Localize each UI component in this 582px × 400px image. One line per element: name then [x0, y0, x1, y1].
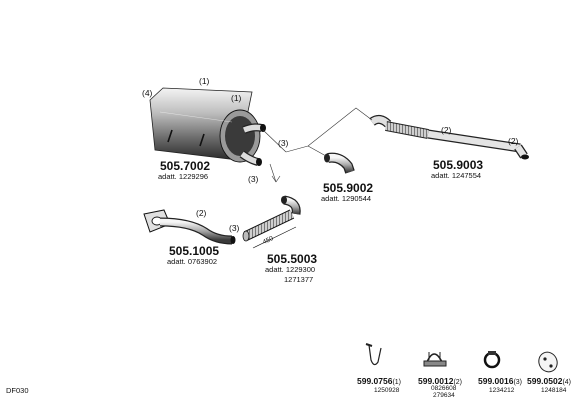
callout-2a: (2): [196, 208, 207, 218]
acc-code-hanger: 599.0502(4): [527, 376, 572, 386]
connector-lines: [262, 107, 373, 183]
acc-code-saddle-clamp: 599.0012(2): [418, 376, 463, 386]
part-code-tail-pipe: 505.9003: [433, 158, 484, 172]
part-adatt-tail-pipe: adatt. 1247554: [431, 171, 482, 180]
part-code-muffler: 505.7002: [160, 159, 211, 173]
footer-code: DF030: [6, 386, 29, 395]
callout-2b: (2): [441, 125, 452, 135]
part-code-elbow: 505.9002: [323, 181, 374, 195]
callout-2c: (2): [508, 136, 519, 146]
tail-pipe-drawing: [369, 114, 529, 160]
callout-3c: (3): [229, 223, 240, 233]
acc-adatt-u-clamp: 1250928: [374, 387, 400, 394]
acc-adatt-band-clamp: 1234212: [489, 387, 515, 394]
callout-1a: (1): [199, 76, 210, 86]
acc-adatt-hanger: 1248184: [541, 387, 567, 394]
acc-code-u-clamp: 599.0756(1): [357, 376, 402, 386]
band-clamp-icon: [483, 351, 501, 369]
callout-3b: (3): [248, 174, 259, 184]
part-adatt-front-pipe: adatt. 0763902: [167, 257, 218, 266]
hanger-icon: [538, 351, 558, 373]
part-adatt-flex-pipe: adatt. 1229300: [265, 265, 316, 274]
part-adatt-elbow: adatt. 1290544: [321, 194, 372, 203]
acc-code-band-clamp: 599.0016(3): [478, 376, 523, 386]
acc-adatt-saddle-clamp: 0826608: [431, 385, 457, 392]
part-code-flex-pipe: 505.5003: [267, 252, 318, 266]
part-code-front-pipe: 505.1005: [169, 244, 220, 258]
elbow-drawing: [324, 152, 355, 174]
callout-1b: (1): [231, 93, 242, 103]
part-extra-flex-pipe: 1271377: [284, 275, 314, 284]
front-pipe-drawing: [143, 209, 236, 245]
muffler-drawing: [149, 87, 266, 166]
acc-extra-saddle-clamp: 279634: [433, 392, 455, 399]
callout-4: (4): [142, 88, 153, 98]
part-adatt-muffler: adatt. 1229296: [158, 172, 209, 181]
saddle-clamp-icon: [423, 352, 447, 367]
callout-3a: (3): [278, 138, 289, 148]
u-clamp-icon: [365, 343, 382, 366]
flex-pipe-drawing: [242, 195, 301, 249]
